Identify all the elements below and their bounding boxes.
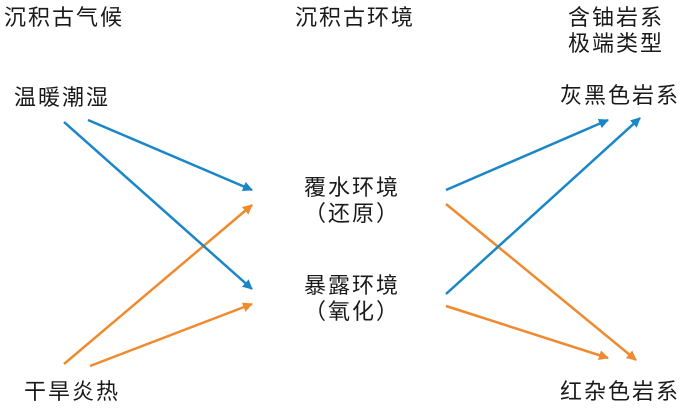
header-climate: 沉积古气候 — [4, 6, 125, 31]
arrow-covered-to-red-mixed — [445, 203, 637, 361]
header-rock-type-line1: 含铀岩系 — [567, 6, 664, 31]
arrow-warm-humid-to-covered — [87, 118, 253, 192]
env-exposed-note: （氧化） — [303, 300, 400, 325]
header-environment: 沉积古环境 — [294, 6, 415, 31]
env-covered: 覆水环境 — [303, 176, 400, 201]
arrow-dry-hot-to-exposed — [89, 302, 253, 368]
arrow-dry-hot-to-covered — [63, 204, 253, 365]
rock-red-mixed: 红杂色岩系 — [560, 380, 681, 405]
rock-grey-black: 灰黑色岩系 — [560, 84, 681, 109]
arrow-exposed-to-red-mixed — [445, 304, 609, 361]
header-rock-type-line2: 极端类型 — [567, 32, 664, 57]
arrow-covered-to-grey-black — [445, 118, 609, 192]
env-exposed: 暴露环境 — [303, 274, 400, 299]
env-covered-note: （还原） — [303, 202, 400, 227]
climate-dry-hot: 干旱炎热 — [24, 380, 121, 405]
climate-warm-humid: 温暖潮湿 — [14, 86, 111, 111]
arrow-exposed-to-grey-black — [445, 117, 641, 295]
arrow-warm-humid-to-exposed — [63, 121, 253, 290]
